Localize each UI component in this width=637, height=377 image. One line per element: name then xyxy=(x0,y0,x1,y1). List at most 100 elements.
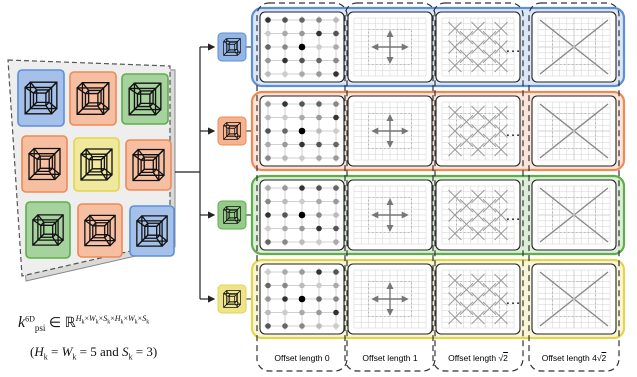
diag-line xyxy=(459,282,474,297)
diag-line xyxy=(494,292,508,306)
offset-dot xyxy=(299,155,305,161)
offset-dot xyxy=(316,323,322,329)
offset-dot xyxy=(265,114,271,121)
offset-dot xyxy=(299,57,305,64)
diag-line xyxy=(471,208,485,222)
cube-icon xyxy=(76,81,110,116)
offset-dot xyxy=(282,225,288,232)
offset-dot xyxy=(333,212,339,218)
offset-dot xyxy=(299,323,305,329)
row-band-orange: … xyxy=(250,90,626,172)
offset-panel-len0 xyxy=(259,179,345,251)
offset-dot xyxy=(298,211,306,219)
column-label-len0: Offset length 0 xyxy=(274,353,330,363)
volume-cell xyxy=(129,205,175,257)
diag-line xyxy=(471,40,485,54)
offset-dot xyxy=(333,239,339,245)
ellipsis: … xyxy=(505,39,521,56)
diag-line xyxy=(471,292,485,306)
cube-icon xyxy=(28,147,61,181)
offset-dot xyxy=(316,225,322,232)
diag-line xyxy=(494,40,508,54)
diag-line xyxy=(494,208,508,222)
offset-dot xyxy=(282,128,288,134)
cube-icon xyxy=(128,82,162,116)
diag-line xyxy=(494,124,508,138)
diag-line xyxy=(471,142,485,157)
row-icon-bg xyxy=(217,200,247,230)
diag-line xyxy=(471,58,485,73)
offset-dot xyxy=(299,198,305,205)
row-cube-icon xyxy=(223,38,241,56)
ellipsis: … xyxy=(505,291,521,308)
offset-dot xyxy=(333,155,339,161)
offset-dot xyxy=(333,128,339,134)
offset-panel-big xyxy=(531,263,617,335)
offset-dot xyxy=(333,30,339,37)
diag-line xyxy=(448,273,462,288)
kernel-outline xyxy=(455,113,500,149)
diag-line xyxy=(448,189,462,204)
offset-dot xyxy=(333,71,339,77)
diag-line xyxy=(459,301,474,316)
offset-dot xyxy=(299,101,305,107)
diag-line xyxy=(494,226,508,241)
offset-dot xyxy=(265,71,271,77)
offset-panel-big xyxy=(531,95,617,167)
offset-dot xyxy=(282,44,288,50)
diag-line xyxy=(448,310,462,325)
ellipsis: … xyxy=(505,207,521,224)
diag-line xyxy=(471,189,485,204)
offset-dot xyxy=(299,225,305,232)
row-cube-icons xyxy=(217,32,247,314)
offset-dot xyxy=(282,296,288,302)
offset-dot xyxy=(316,185,322,191)
cube-icon xyxy=(84,214,116,247)
diag-line xyxy=(448,105,462,120)
offset-panel-len0 xyxy=(259,11,345,83)
diag-line xyxy=(494,273,508,288)
offset-dot xyxy=(265,17,271,23)
diag-line xyxy=(448,208,462,222)
ellipsis: … xyxy=(505,123,521,140)
diag-line xyxy=(459,114,474,129)
cube-icon xyxy=(24,81,58,115)
offset-dot xyxy=(316,282,322,289)
row-band-yellow: … xyxy=(250,258,626,340)
offset-dot xyxy=(282,30,288,37)
offset-dot xyxy=(333,101,339,107)
diag-line xyxy=(448,292,462,306)
diag-line xyxy=(459,133,474,148)
column-label-sqrt2: Offset length √2 xyxy=(448,353,508,363)
offset-dot xyxy=(333,269,339,275)
offset-dot xyxy=(333,185,339,191)
kernel-outline xyxy=(455,197,500,233)
volume-cell xyxy=(69,71,117,126)
diag-line xyxy=(471,105,485,120)
offset-panel-big xyxy=(531,11,617,83)
diag-line xyxy=(448,124,462,138)
offset-dot xyxy=(316,269,322,275)
offset-dot xyxy=(265,128,271,134)
offset-dot xyxy=(299,185,305,191)
offset-dot xyxy=(316,57,322,64)
size-note: (Hk = Wk = 5 and Sk = 3) xyxy=(30,344,158,362)
offset-dot xyxy=(282,155,288,161)
row-cube-icon xyxy=(223,290,241,308)
offset-dot xyxy=(299,282,305,289)
kernel-symbol: k xyxy=(18,314,26,331)
offset-dot xyxy=(298,43,306,51)
offset-dot xyxy=(265,212,271,218)
offset-dot xyxy=(333,225,339,232)
kernel-outline xyxy=(367,281,412,317)
kernel-outline xyxy=(367,29,412,65)
offset-dot xyxy=(265,323,271,329)
offset-panel-len1 xyxy=(347,263,433,335)
offset-dot xyxy=(282,17,288,23)
offset-dot xyxy=(316,155,322,161)
diag-line xyxy=(482,114,497,129)
kernel-outline xyxy=(367,113,412,149)
diag-line xyxy=(482,133,497,148)
column-frames xyxy=(256,2,620,372)
